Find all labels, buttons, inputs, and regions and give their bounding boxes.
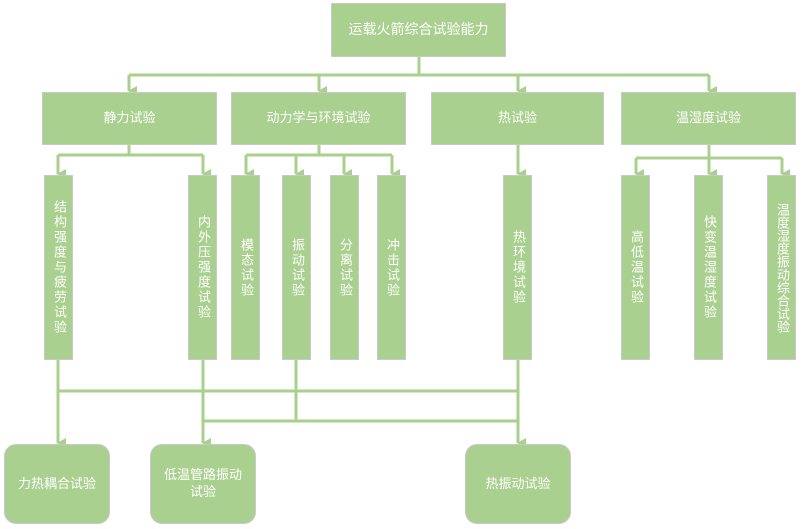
leaf-label: 结构强度与疲劳试验: [51, 200, 66, 335]
leaf-label: 内外压强度试验: [195, 215, 210, 320]
combined-label: 热振动试验: [485, 476, 551, 492]
leaf-label: 快变温湿度试验: [701, 215, 716, 320]
root-node: 运载火箭综合试验能力: [331, 3, 506, 57]
category-dynamics: 动力学与环境试验: [231, 92, 406, 145]
leaf-label: 分离试验: [337, 237, 352, 298]
combined-label: 力热耦合试验: [17, 476, 96, 492]
combined-cryo-pipe-vibration: 低温管路振动试验: [150, 444, 256, 524]
root-connector: [129, 57, 709, 77]
root-label: 运载火箭综合试验能力: [348, 21, 489, 38]
leaf-thermal-environment: 热环境试验: [503, 175, 532, 360]
category-label: 动力学与环境试验: [266, 111, 371, 126]
category-label: 静力试验: [103, 111, 156, 126]
leaf-label: 高低温试验: [628, 230, 643, 305]
leaf-label: 温度湿度振动综合试验: [774, 202, 789, 333]
leaf-rapid-temp-humidity: 快变温湿度试验: [694, 175, 723, 360]
leaf-label: 冲击试验: [384, 237, 399, 298]
leaf-modal: 模态试验: [231, 175, 260, 360]
leaf-label: 模态试验: [238, 237, 253, 298]
category-label: 温湿度试验: [675, 111, 741, 126]
leaf-label: 热环境试验: [510, 230, 525, 305]
leaf-vibration: 振动试验: [282, 175, 311, 360]
combined-label: 低温管路振动试验: [163, 468, 242, 500]
leaf-high-low-temp: 高低温试验: [621, 175, 650, 360]
leaf-shock: 冲击试验: [377, 175, 406, 360]
category-static: 静力试验: [42, 92, 217, 145]
category-thermal: 热试验: [431, 92, 604, 145]
leaf-label: 振动试验: [289, 237, 304, 298]
category-humidity: 温湿度试验: [621, 92, 796, 145]
leaf-temp-humidity-vibration: 温度湿度振动综合试验: [767, 175, 796, 360]
leaf-pressure-strength: 内外压强度试验: [188, 175, 217, 360]
category-label: 热试验: [497, 111, 537, 126]
combined-force-thermal: 力热耦合试验: [4, 444, 110, 524]
combined-thermal-vibration: 热振动试验: [465, 444, 571, 524]
leaf-structural-fatigue: 结构强度与疲劳试验: [44, 175, 73, 360]
leaf-separation: 分离试验: [330, 175, 359, 360]
